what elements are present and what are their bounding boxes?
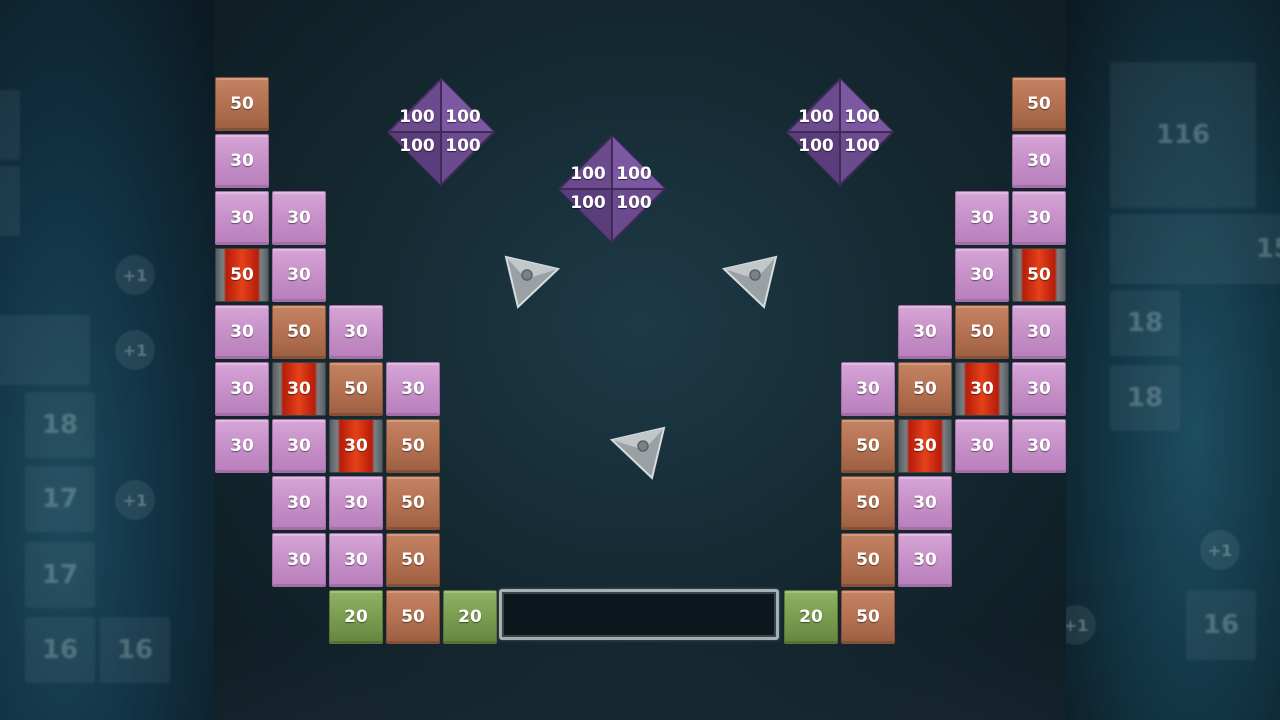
fire-brick: 50 [1012, 248, 1066, 302]
brick: 30 [898, 305, 952, 359]
diamond-block: 100 100 100 100 [386, 77, 496, 187]
brick: 30 [1012, 419, 1066, 473]
diamond-value: 100 [570, 193, 606, 213]
brick: 30 [215, 134, 269, 188]
ghost-brick: 16 [25, 617, 95, 683]
brick: 30 [215, 191, 269, 245]
brick: 30 [898, 533, 952, 587]
ghost-brick: 151 [1110, 214, 1280, 284]
diamond-value: 100 [616, 193, 652, 213]
brick: 50 [841, 533, 895, 587]
diamond-shape-icon [386, 77, 496, 187]
brick: 30 [329, 305, 383, 359]
brick: 50 [955, 305, 1009, 359]
triangle-bumper-icon [504, 253, 561, 309]
brick: 30 [955, 419, 1009, 473]
plus-one-badge: +1 [115, 255, 155, 295]
brick: 30 [215, 362, 269, 416]
brick: 30 [1012, 134, 1066, 188]
diamond-value: 100 [445, 136, 481, 156]
ghost-brick: 17 [25, 466, 95, 532]
ghost-brick [0, 90, 20, 160]
brick: 50 [386, 590, 440, 644]
brick: 30 [272, 248, 326, 302]
fire-brick: 50 [215, 248, 269, 302]
plus-one-badge: +1 [115, 330, 155, 370]
brick: 30 [272, 419, 326, 473]
fire-brick: 30 [898, 419, 952, 473]
diamond-value: 100 [399, 136, 435, 156]
fire-brick: 30 [955, 362, 1009, 416]
triangle-bumper-icon [721, 253, 778, 309]
brick: 30 [955, 191, 1009, 245]
plus-one-badge: +1 [1066, 605, 1096, 645]
brick: 30 [215, 419, 269, 473]
triangle-bumper-icon [609, 424, 666, 480]
diamond-value: 100 [798, 136, 834, 156]
brick: 30 [898, 476, 952, 530]
diamond-block: 100 100 100 100 [785, 77, 895, 187]
paddle[interactable] [499, 589, 779, 640]
diamond-value: 100 [399, 107, 435, 127]
brick: 50 [841, 419, 895, 473]
brick: 50 [386, 533, 440, 587]
ghost-brick: 16 [100, 617, 170, 683]
playfield[interactable]: 50 30 30 50 30 30 30 30 30 50 30 30 30 3… [214, 0, 1066, 720]
ghost-brick [0, 315, 90, 385]
diamond-value: 100 [570, 164, 606, 184]
brick: 30 [272, 476, 326, 530]
brick: 20 [784, 590, 838, 644]
brick: 30 [272, 191, 326, 245]
brick: 50 [841, 590, 895, 644]
ghost-brick: 18 [25, 392, 95, 458]
brick: 50 [215, 77, 269, 131]
brick: 30 [955, 248, 1009, 302]
ghost-brick: 116 [1110, 62, 1256, 208]
brick: 30 [386, 362, 440, 416]
brick: 30 [329, 533, 383, 587]
right-background-panel: 116 151 18 18 16 +1 +1 [1066, 0, 1280, 720]
diamond-shape-icon [557, 134, 667, 244]
brick: 30 [272, 533, 326, 587]
brick: 30 [1012, 362, 1066, 416]
diamond-value: 100 [616, 164, 652, 184]
brick: 50 [898, 362, 952, 416]
brick: 30 [215, 305, 269, 359]
brick: 30 [841, 362, 895, 416]
ghost-brick: 16 [1186, 590, 1256, 660]
fire-brick: 30 [329, 419, 383, 473]
brick: 30 [1012, 191, 1066, 245]
brick: 50 [841, 476, 895, 530]
brick: 50 [1012, 77, 1066, 131]
brick: 50 [272, 305, 326, 359]
fire-brick: 30 [272, 362, 326, 416]
diamond-value: 100 [844, 136, 880, 156]
ghost-brick: 18 [1110, 365, 1180, 431]
diamond-value: 100 [445, 107, 481, 127]
diamond-block: 100 100 100 100 [557, 134, 667, 244]
diamond-value: 100 [844, 107, 880, 127]
ghost-brick: 17 [25, 542, 95, 608]
ghost-brick: 18 [1110, 290, 1180, 356]
brick: 50 [329, 362, 383, 416]
brick: 30 [329, 476, 383, 530]
diamond-shape-icon [785, 77, 895, 187]
ghost-brick [0, 166, 20, 236]
plus-one-badge: +1 [115, 480, 155, 520]
brick: 50 [386, 419, 440, 473]
brick: 50 [386, 476, 440, 530]
plus-one-badge: +1 [1200, 530, 1240, 570]
brick: 20 [443, 590, 497, 644]
brick: 30 [1012, 305, 1066, 359]
brick: 20 [329, 590, 383, 644]
diamond-value: 100 [798, 107, 834, 127]
left-background-panel: 18 17 17 16 16 +1 +1 +1 [0, 0, 214, 720]
